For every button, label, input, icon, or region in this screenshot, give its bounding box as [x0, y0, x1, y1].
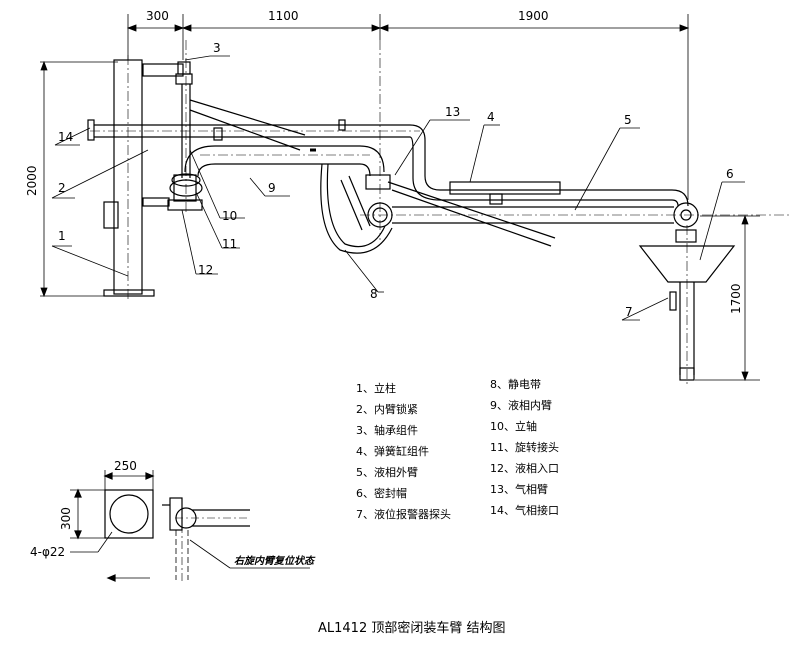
legend: 1、立柱 2、内臂锁紧 3、轴承组件 4、弹簧缸组件 5、液相外臂 6、密封帽 … [356, 377, 559, 521]
callout-5: 5 [624, 113, 632, 127]
callout-6: 6 [726, 167, 734, 181]
spring-cylinder [449, 181, 561, 205]
swivel-joint [169, 173, 203, 197]
callout-leaders [51, 55, 745, 321]
legend-item: 6、密封帽 [356, 486, 407, 500]
detail-view [70, 470, 310, 582]
callout-3: 3 [213, 41, 221, 55]
callout-7: 7 [625, 305, 633, 319]
callout-9: 9 [268, 181, 276, 195]
legend-item: 8、静电带 [490, 377, 541, 391]
legend-item: 2、内臂锁紧 [356, 402, 418, 416]
legend-item: 10、立轴 [490, 419, 537, 433]
dim-250: 250 [114, 459, 137, 473]
left-height-dimension [40, 60, 118, 298]
legend-item: 7、液位报警器探头 [356, 507, 451, 521]
callout-2: 2 [58, 181, 66, 195]
liquid-inner-arm [184, 145, 385, 177]
callout-10: 10 [222, 209, 237, 223]
callout-13: 13 [445, 105, 460, 119]
dim-detail-300: 300 [59, 507, 73, 530]
callout-1: 1 [58, 229, 66, 243]
legend-item: 3、轴承组件 [356, 423, 418, 437]
static-strap [320, 163, 393, 254]
liquid-outer-arm [360, 202, 790, 228]
detail-annotation: 右旋内臂复位状态 [234, 555, 316, 567]
callout-11: 11 [222, 237, 237, 251]
legend-item: 4、弹簧缸组件 [356, 444, 429, 458]
dim-300: 300 [146, 9, 169, 23]
legend-item: 5、液相外臂 [356, 465, 418, 479]
gas-phase-connection [87, 119, 441, 201]
dim-1700: 1700 [729, 283, 743, 314]
column [103, 55, 184, 300]
dim-1900: 1900 [518, 9, 549, 23]
callout-8: 8 [370, 287, 378, 301]
legend-item: 13、气相臂 [490, 482, 548, 496]
callout-12: 12 [198, 263, 213, 277]
callout-4: 4 [487, 110, 495, 124]
callout-14: 14 [58, 130, 73, 144]
drawing-title: AL1412 顶部密闭装车臂 结构图 [318, 620, 506, 636]
legend-item: 9、液相内臂 [490, 398, 552, 412]
top-dimensions [126, 14, 690, 200]
legend-item: 14、气相接口 [490, 503, 559, 517]
dim-1100: 1100 [268, 9, 299, 23]
legend-item: 1、立柱 [356, 381, 396, 395]
legend-item: 12、液相入口 [490, 461, 559, 475]
right-height-dimension [695, 214, 760, 382]
dim-holes: 4-φ22 [30, 545, 65, 559]
vertical-shaft [167, 40, 306, 215]
gas-phase-arm [440, 189, 689, 207]
dim-2000: 2000 [25, 165, 39, 196]
legend-item: 11、旋转接头 [490, 440, 559, 454]
sealing-cap [638, 225, 736, 385]
